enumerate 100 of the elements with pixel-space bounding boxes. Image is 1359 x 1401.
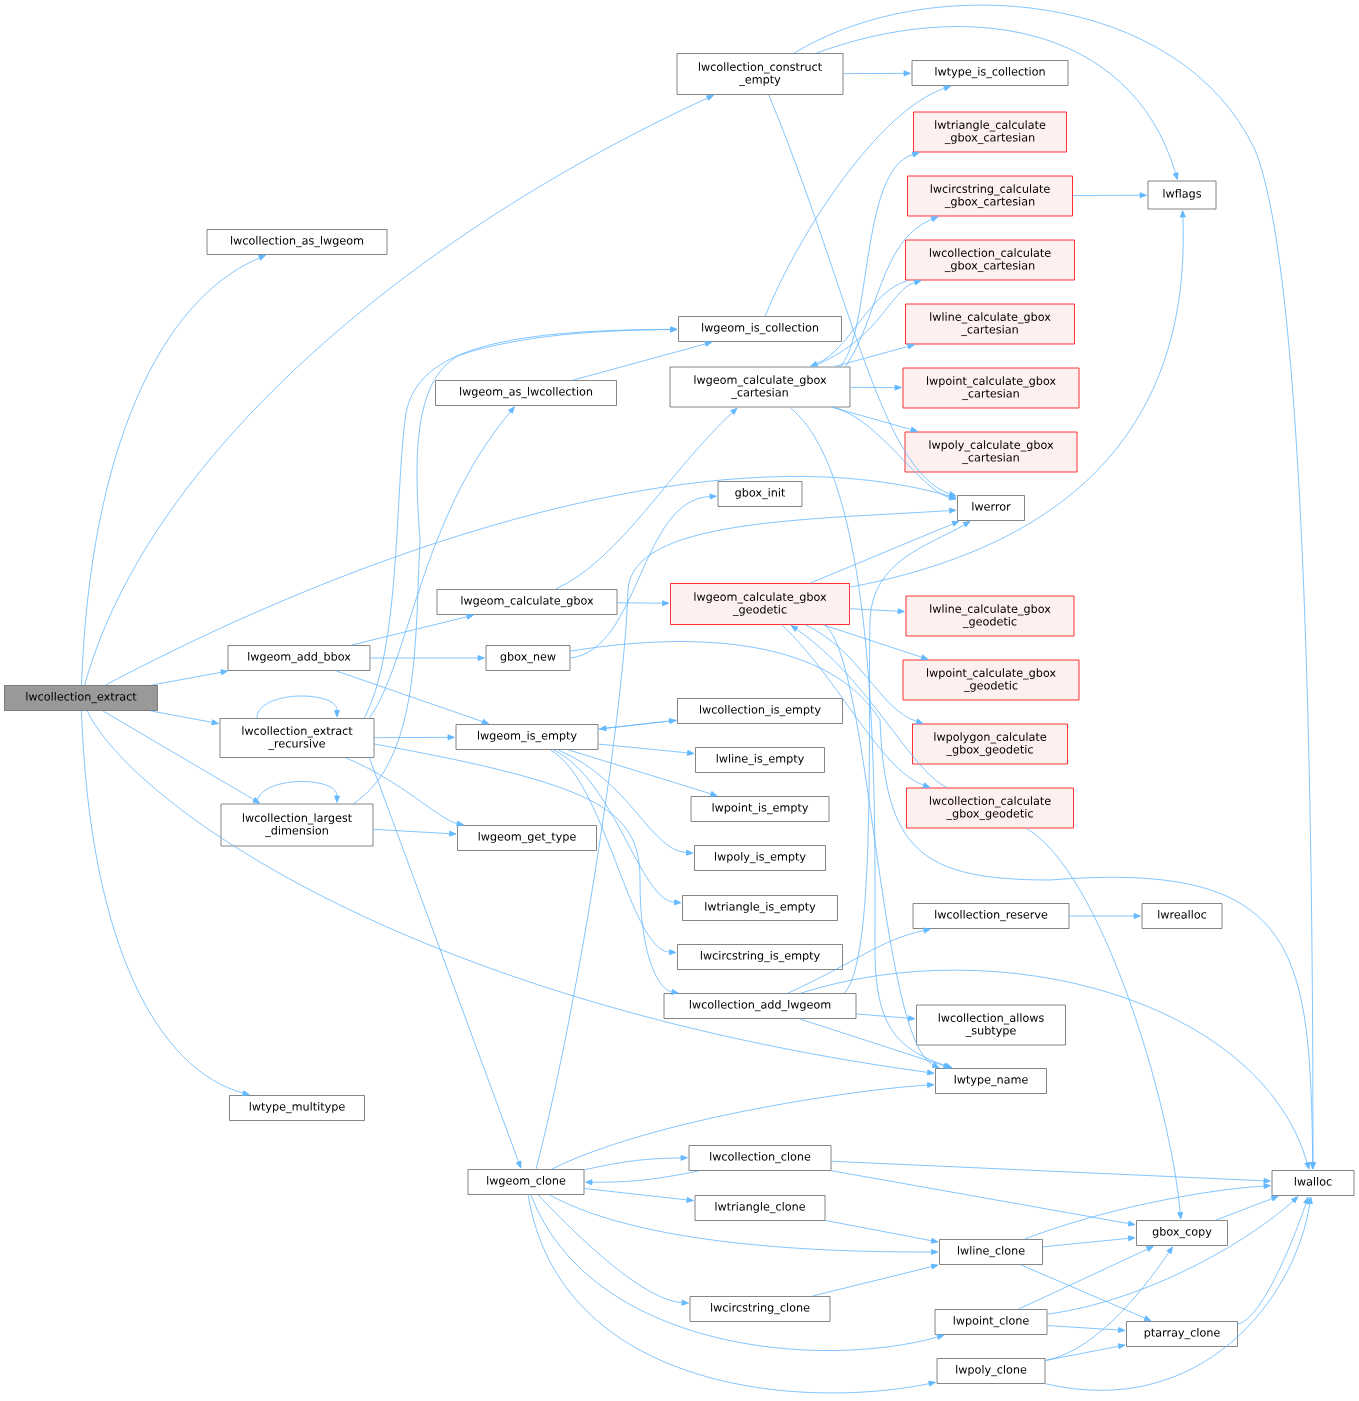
function-box: lwpoly_calculate_gbox _cartesian: [904, 431, 1078, 473]
arrow: [787, 927, 931, 994]
arrow: [527, 1194, 936, 1394]
arrow: [530, 1194, 945, 1351]
function-box: lwtype_is_collection: [911, 60, 1069, 86]
arrow: [816, 26, 1179, 180]
arrow: [537, 1194, 689, 1306]
arrow: [335, 670, 490, 725]
arrow: [1020, 1264, 1152, 1322]
arrow: [831, 1160, 1271, 1184]
function-box: lwpoint_clone: [934, 1309, 1048, 1335]
function-box: lwgeom_as_lwcollection: [435, 380, 617, 406]
arrow: [585, 1170, 699, 1186]
function-box: lwpolygon_calculate _gbox_geodetic: [912, 723, 1068, 765]
arrow: [793, 5, 1316, 1170]
function-box: lwline_calculate_gbox _cartesian: [905, 303, 1075, 345]
arrow: [555, 407, 738, 590]
arrow: [345, 757, 464, 827]
arrow: [1069, 913, 1141, 919]
arrow: [584, 1188, 694, 1203]
arrow: [572, 341, 713, 381]
function-box: lwerror: [957, 495, 1025, 521]
function-box: lwcollection_construct _empty: [676, 53, 844, 95]
arrow: [256, 695, 340, 719]
arrow: [834, 343, 915, 367]
arrow: [831, 1170, 1136, 1227]
arrow: [550, 749, 677, 956]
arrow: [856, 1013, 916, 1022]
arrow: [150, 669, 228, 686]
arrow: [833, 407, 957, 501]
function-box: lwcollection_extract _recursive: [219, 718, 375, 758]
function-box: lwgeom_get_type: [457, 825, 597, 851]
function-box: lwflags: [1147, 180, 1217, 210]
arrow: [849, 608, 905, 615]
arrow: [825, 1220, 939, 1244]
arrow: [1024, 1183, 1271, 1240]
function-box: lwgeom_is_collection: [678, 316, 842, 342]
function-box: ptarray_clone: [1126, 1321, 1238, 1347]
arrow: [598, 743, 695, 756]
arrow: [1237, 1196, 1309, 1325]
arrow: [790, 625, 948, 788]
function-box: lwline_clone: [939, 1239, 1043, 1265]
arrow: [1042, 1235, 1136, 1248]
function-box: lwpoint_calculate_gbox _cartesian: [902, 367, 1080, 409]
arrow: [86, 710, 935, 1076]
function-box: lwtriangle_is_empty: [682, 895, 838, 921]
arrow: [81, 254, 266, 686]
function-box: lwtriangle_clone: [694, 1195, 826, 1221]
function-box: lwcircstring_calculate _gbox_cartesian: [907, 175, 1073, 217]
arrow: [373, 828, 457, 837]
function-box: lwcollection_allows _subtype: [916, 1004, 1066, 1046]
function-box: lwpoint_calculate_gbox _geodetic: [902, 659, 1080, 701]
arrow: [811, 1263, 939, 1297]
function-box: lwpoint_is_empty: [690, 796, 830, 822]
arrow: [150, 710, 219, 726]
arrow: [374, 734, 455, 741]
arrow: [584, 1155, 688, 1171]
arrow: [374, 743, 679, 995]
arrow: [768, 94, 957, 497]
arrow: [104, 476, 957, 686]
function-box: lwpoly_clone: [936, 1358, 1046, 1384]
arrow: [823, 624, 929, 661]
arrow: [1045, 1196, 1313, 1391]
function-box: lwtype_name: [935, 1068, 1047, 1094]
arrow: [370, 655, 485, 661]
function-box: lwcollection_is_empty: [677, 698, 843, 724]
function-box: lwcollection_reserve: [912, 903, 1070, 929]
arrow: [789, 407, 953, 1069]
arrow: [256, 781, 340, 804]
arrow: [1045, 1343, 1126, 1361]
arrow: [1072, 192, 1147, 199]
function-box: lwcollection_clone: [688, 1145, 832, 1171]
arrow: [1215, 1195, 1279, 1221]
arrow: [84, 94, 714, 686]
arrow: [800, 969, 1310, 1170]
arrow: [781, 624, 931, 788]
arrow: [850, 384, 902, 391]
function-box: lwcircstring_is_empty: [677, 944, 843, 970]
function-box: lwcollection_add_lwgeom: [663, 993, 857, 1019]
arrow: [1018, 1246, 1154, 1310]
arrow: [557, 749, 694, 856]
arrow: [351, 613, 474, 646]
function-box: lwalloc: [1271, 1170, 1355, 1196]
arrow: [551, 1082, 935, 1170]
arrow: [1025, 828, 1184, 1220]
arrow: [832, 407, 918, 433]
function-box: lwgeom_clone: [467, 1169, 585, 1195]
arrow: [364, 326, 678, 719]
function-box: lwgeom_calculate_gbox _cartesian: [669, 366, 851, 408]
function-box: lwgeom_calculate_gbox _geodetic: [670, 583, 850, 625]
function-box: lwpoly_is_empty: [694, 845, 826, 871]
arrow: [570, 493, 717, 659]
arrow: [535, 507, 957, 1170]
function-box: lwgeom_add_bbox: [227, 645, 371, 671]
arrow: [849, 210, 1186, 588]
arrow: [617, 600, 670, 607]
arrow: [369, 406, 515, 719]
arrow: [102, 710, 260, 804]
function-box: gbox_copy: [1136, 1220, 1228, 1246]
function-box: gbox_new: [485, 645, 571, 671]
